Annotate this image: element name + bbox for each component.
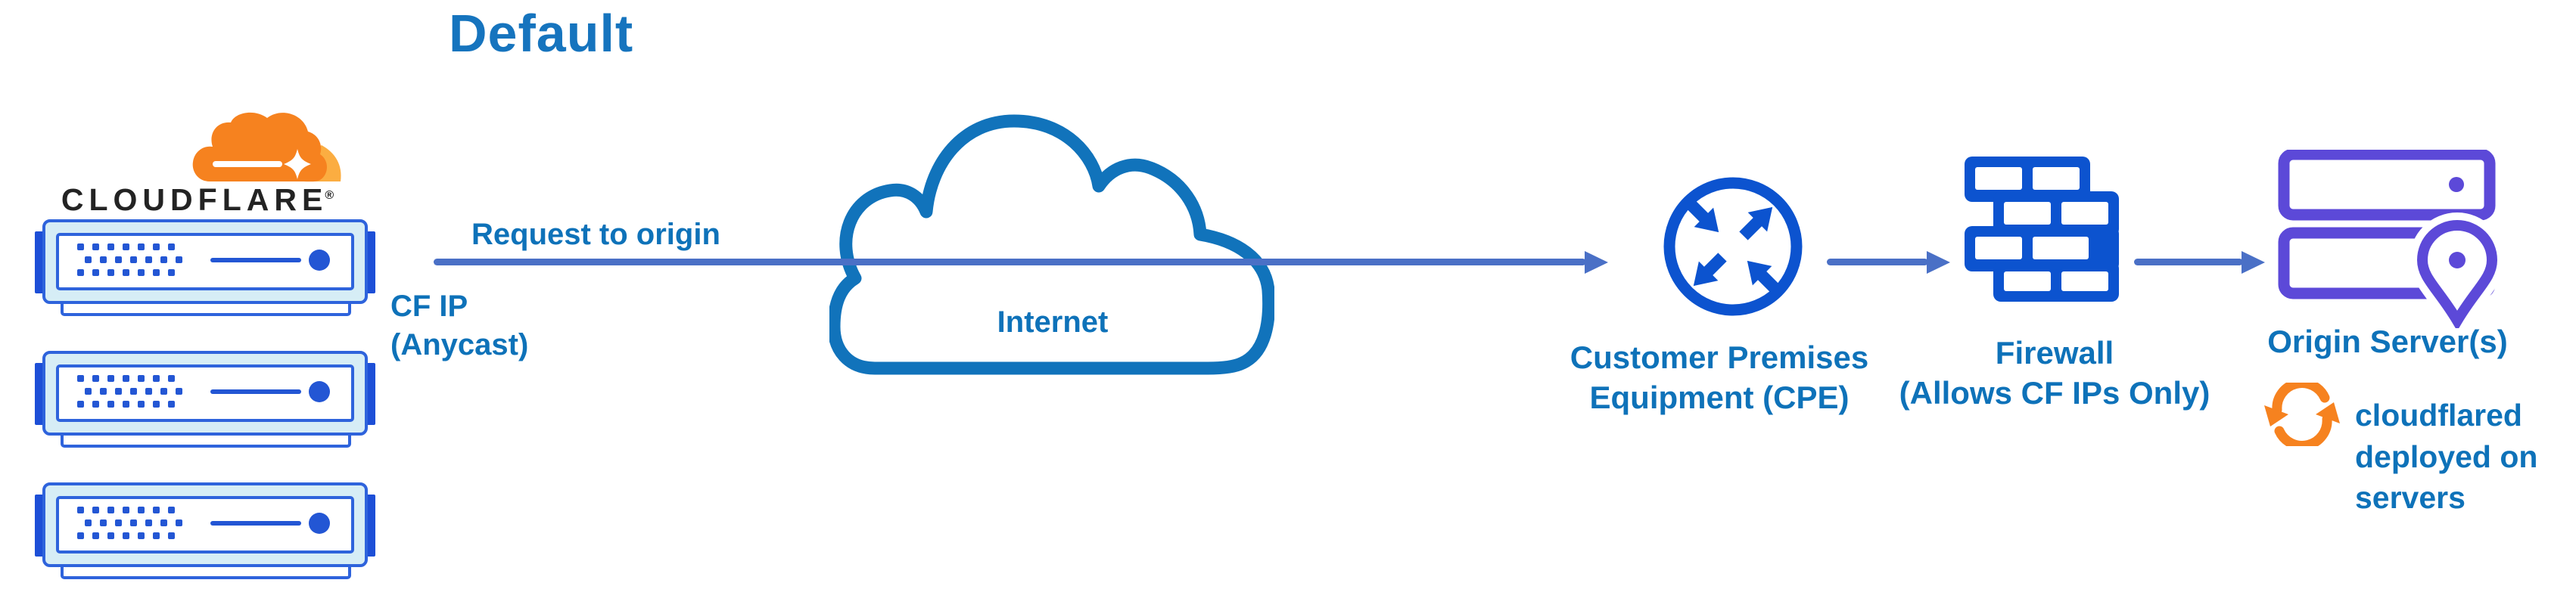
firewall-to-origin-arrow-shaft — [2134, 259, 2243, 265]
cloudflare-logo-cloud-icon — [192, 112, 341, 182]
registered-trademark-symbol: ® — [325, 189, 334, 203]
cloudflared-label-line1: cloudflared — [2355, 398, 2522, 433]
cpe-to-firewall-arrowhead-icon — [1927, 251, 1950, 274]
diagram-title: Default — [449, 4, 634, 63]
cpe-label: Customer Premises Equipment (CPE) — [1549, 338, 1890, 417]
request-arrowhead-icon — [1585, 251, 1608, 274]
request-to-origin-label: Request to origin — [471, 218, 720, 251]
cloudflare-wordmark: CLOUDFLARE® — [42, 182, 353, 218]
origin-servers-location-icon — [2278, 150, 2500, 328]
cf-ip-anycast-label: CF IP (Anycast) — [390, 287, 528, 364]
firewall-label-line2: (Allows CF IPs Only) — [1899, 374, 2210, 411]
cloudflare-edge-server-icon — [35, 219, 375, 319]
firewall-label-line1: Firewall — [1995, 335, 2114, 371]
cpe-label-line1: Customer Premises — [1570, 340, 1869, 375]
internet-label: Internet — [997, 305, 1109, 339]
cloudflare-edge-server-icon — [35, 351, 375, 451]
firewall-to-origin-arrowhead-icon — [2242, 251, 2265, 274]
anycast-line: (Anycast) — [390, 328, 529, 362]
cpe-label-line2: Equipment (CPE) — [1589, 379, 1850, 415]
internet-cloud-icon — [829, 114, 1274, 375]
cloudflared-label: cloudflared deployed on servers — [2355, 395, 2537, 519]
firewall-brick-wall-icon — [1965, 157, 2119, 302]
cpe-to-firewall-arrow-shaft — [1827, 259, 1928, 265]
cloudflared-label-line3: servers — [2355, 480, 2466, 516]
cloudflared-label-line2: deployed on — [2355, 439, 2538, 474]
origin-servers-label: Origin Server(s) — [2267, 324, 2508, 359]
cloudflare-wordmark-text: CLOUDFLARE — [61, 182, 328, 217]
firewall-label: Firewall (Allows CF IPs Only) — [1884, 333, 2225, 413]
cpe-router-icon — [1663, 177, 1803, 316]
cloudflared-sync-icon — [2264, 383, 2340, 446]
cf-ip-line: CF IP — [390, 290, 468, 323]
request-arrow-shaft — [434, 259, 1586, 265]
cloudflare-edge-server-icon — [35, 482, 375, 582]
